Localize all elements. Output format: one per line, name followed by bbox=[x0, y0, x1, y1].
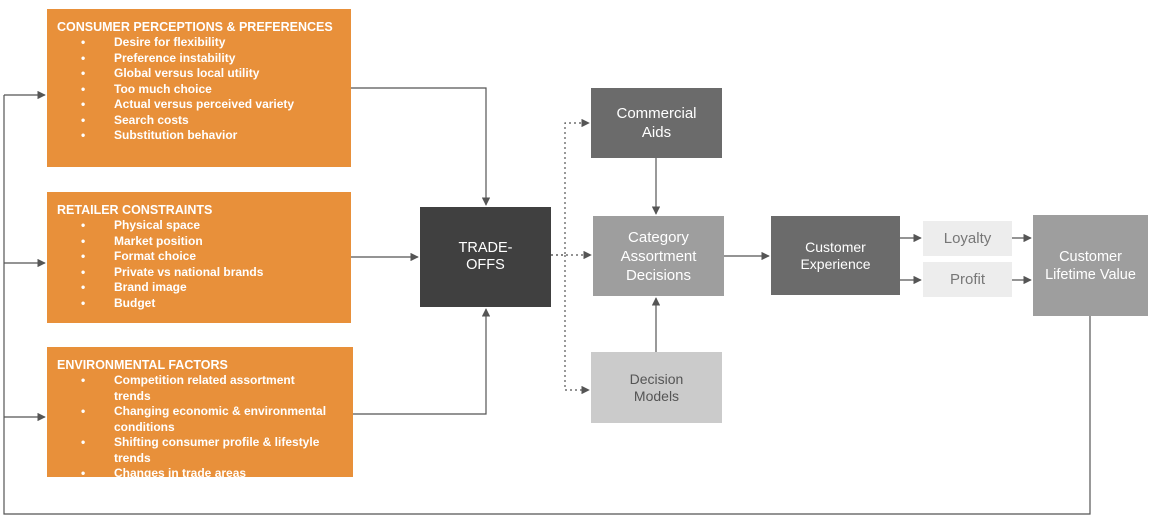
loyalty-label: Loyalty bbox=[943, 230, 992, 247]
list-item: Budget bbox=[57, 296, 341, 312]
list-item: Search costs bbox=[57, 113, 341, 129]
customer-experience-box: Customer Experience bbox=[771, 216, 900, 295]
category-line-3: Decisions bbox=[625, 266, 691, 284]
consumer-perceptions-list: Desire for flexibility Preference instab… bbox=[57, 35, 341, 144]
list-item: Competition related assortment trends bbox=[57, 373, 333, 404]
trade-offs-line-2: OFFS bbox=[466, 257, 505, 273]
environmental-factors-list: Competition related assortment trends Ch… bbox=[57, 373, 343, 482]
decision-models-line-2: Models bbox=[633, 387, 680, 404]
profit-label: Profit bbox=[949, 271, 985, 288]
category-assortment-label: Category Assortment Decisions bbox=[621, 228, 697, 285]
clv-line-1: Customer bbox=[1059, 248, 1122, 265]
environmental-factors-box: ENVIRONMENTAL FACTORS Competition relate… bbox=[47, 347, 353, 481]
dotted-to-decision-models bbox=[564, 255, 590, 395]
list-item: Market position bbox=[57, 234, 341, 250]
list-item: Changes in trade areas bbox=[57, 466, 333, 482]
category-line-2: Assortment bbox=[620, 247, 697, 265]
profit-box: Profit bbox=[923, 262, 1012, 297]
list-item: Actual versus perceived variety bbox=[57, 97, 341, 113]
list-item: Physical space bbox=[57, 218, 341, 234]
retailer-constraints-box: RETAILER CONSTRAINTS Physical space Mark… bbox=[47, 192, 351, 323]
list-item: Preference instability bbox=[57, 51, 341, 67]
list-item: Private vs national brands bbox=[57, 265, 341, 281]
customer-experience-line-1: Customer bbox=[805, 238, 866, 255]
trade-offs-label: TRADE- OFFS bbox=[459, 240, 513, 274]
list-item: Substitution behavior bbox=[57, 128, 341, 144]
environmental-factors-title: ENVIRONMENTAL FACTORS bbox=[57, 358, 228, 372]
trade-offs-line-1: TRADE- bbox=[458, 240, 513, 256]
customer-lifetime-value-box: Customer Lifetime Value bbox=[1033, 215, 1148, 316]
category-line-1: Category bbox=[628, 228, 689, 246]
arrow-environment-to-tradeoffs bbox=[353, 308, 491, 415]
decision-models-label: Decision Models bbox=[630, 371, 684, 405]
commercial-aids-box: Commercial Aids bbox=[591, 88, 722, 158]
list-item: Too much choice bbox=[57, 82, 341, 98]
retailer-constraints-title: RETAILER CONSTRAINTS bbox=[57, 203, 213, 217]
consumer-perceptions-title: CONSUMER PERCEPTIONS & PREFERENCES bbox=[57, 20, 333, 34]
customer-experience-label: Customer Experience bbox=[800, 239, 870, 273]
dotted-to-commercial-aids bbox=[551, 118, 590, 256]
customer-lifetime-value-label: Customer Lifetime Value bbox=[1045, 248, 1136, 284]
list-item: Desire for flexibility bbox=[57, 35, 341, 51]
customer-experience-line-2: Experience bbox=[800, 255, 871, 272]
consumer-perceptions-box: CONSUMER PERCEPTIONS & PREFERENCES Desir… bbox=[47, 9, 351, 167]
arrow-consumer-to-tradeoffs bbox=[351, 87, 491, 206]
commercial-aids-line-2: Aids bbox=[641, 124, 672, 141]
list-item: Global versus local utility bbox=[57, 66, 341, 82]
retailer-constraints-list: Physical space Market position Format ch… bbox=[57, 218, 341, 311]
clv-line-2: Lifetime Value bbox=[1045, 266, 1136, 283]
list-item: Brand image bbox=[57, 280, 341, 296]
list-item: Shifting consumer profile & lifestyle tr… bbox=[57, 435, 333, 466]
trade-offs-box: TRADE- OFFS bbox=[420, 207, 551, 307]
list-item: Format choice bbox=[57, 249, 341, 265]
decision-models-line-1: Decision bbox=[629, 370, 684, 387]
commercial-aids-line-1: Commercial bbox=[616, 105, 697, 122]
decision-models-box: Decision Models bbox=[591, 352, 722, 423]
loyalty-box: Loyalty bbox=[923, 221, 1012, 256]
commercial-aids-label: Commercial Aids bbox=[616, 104, 696, 142]
category-assortment-box: Category Assortment Decisions bbox=[593, 216, 724, 296]
list-item: Changing economic & environmental condit… bbox=[57, 404, 333, 435]
